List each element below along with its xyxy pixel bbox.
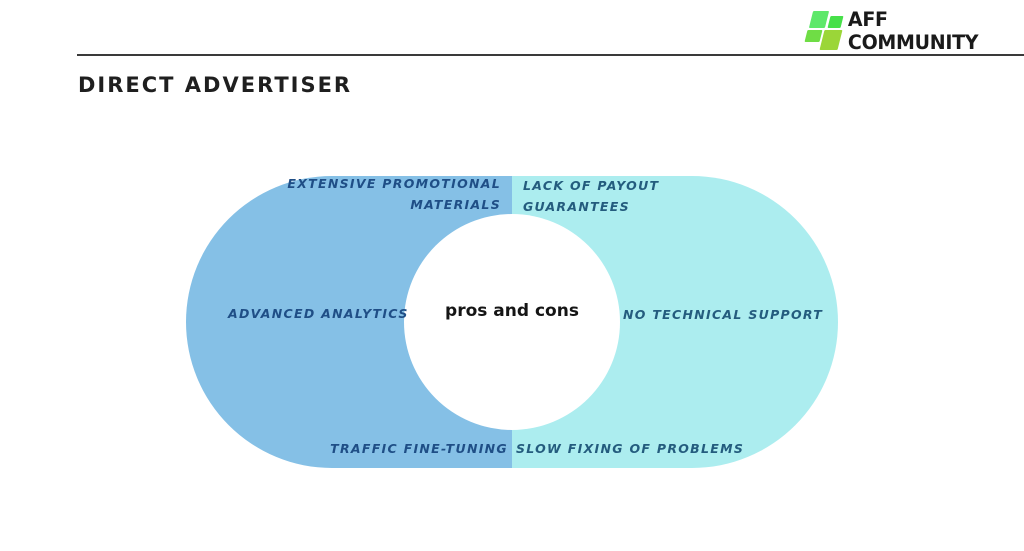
center-label: pros and cons xyxy=(445,301,579,321)
header-divider xyxy=(77,54,1024,56)
con-item-line: GUARANTEES xyxy=(523,199,630,214)
pro-item-traffic-fine-tuning: TRAFFIC FINE-TUNING xyxy=(330,438,508,459)
four-square-grid-icon xyxy=(803,11,844,51)
brand-name: AFF COMMUNITY xyxy=(847,7,979,55)
con-item-slow-fixing: SLOW FIXING OF PROBLEMS xyxy=(516,438,744,459)
page-title: DIRECT ADVERTISER xyxy=(78,73,353,97)
pro-item-advanced-analytics: ADVANCED ANALYTICS xyxy=(228,303,409,324)
pro-item-line: ADVANCED ANALYTICS xyxy=(228,306,409,321)
pros-cons-diagram: pros and cons EXTENSIVE PROMOTIONAL MATE… xyxy=(186,176,838,468)
pro-item-promotional-materials: EXTENSIVE PROMOTIONAL MATERIALS xyxy=(287,173,501,215)
con-item-line: SLOW FIXING OF PROBLEMS xyxy=(516,441,745,456)
pro-item-line: MATERIALS xyxy=(410,197,501,212)
pro-item-line: EXTENSIVE PROMOTIONAL xyxy=(287,176,501,191)
con-item-line: NO TECHNICAL SUPPORT xyxy=(623,307,824,322)
center-circle: pros and cons xyxy=(404,214,620,430)
con-item-payout-guarantees: LACK OF PAYOUT GUARANTEES xyxy=(523,175,659,217)
con-item-line: LACK OF PAYOUT xyxy=(523,178,660,193)
brand-logo[interactable]: AFF COMMUNITY xyxy=(803,7,1024,55)
con-item-no-technical-support: NO TECHNICAL SUPPORT xyxy=(623,304,823,325)
pro-item-line: TRAFFIC FINE-TUNING xyxy=(330,441,508,456)
